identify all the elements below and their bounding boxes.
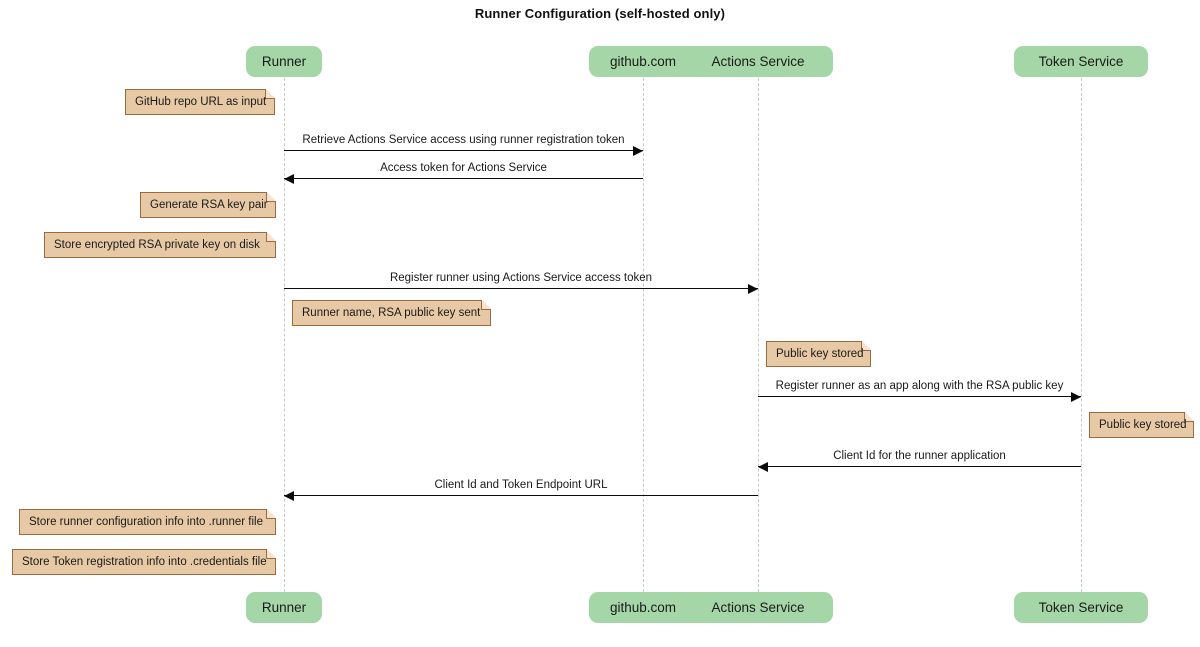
arrowhead-right-m4 (1071, 391, 1081, 402)
message-line-m4 (758, 396, 1081, 397)
note-n2: Generate RSA key pair (140, 191, 276, 218)
note-foldmark-icon (266, 231, 276, 242)
participant-label: Actions Service (711, 54, 805, 69)
note-n5: Public key stored (766, 340, 871, 367)
participant-github-bottom[interactable]: github.com (588, 592, 698, 623)
participant-actions-top[interactable]: Actions Service (682, 46, 834, 77)
message-label-m1: Retrieve Actions Service access using ru… (302, 134, 625, 146)
participant-token-top[interactable]: Token Service (1014, 46, 1148, 77)
participant-label: github.com (609, 600, 677, 615)
message-label-m4: Register runner as an app along with the… (775, 380, 1064, 392)
note-label: Runner name, RSA public key sent (302, 307, 481, 319)
note-label: Generate RSA key pair (150, 199, 268, 211)
note-label: Store encrypted RSA private key on disk (54, 239, 260, 251)
participant-label: Actions Service (711, 600, 805, 615)
lifeline-token (1081, 78, 1082, 592)
message-label-m2: Access token for Actions Service (380, 162, 547, 174)
arrowhead-left-m6 (284, 490, 294, 501)
note-foldmark-icon (861, 340, 871, 351)
lifeline-runner (284, 78, 285, 592)
message-line-m5 (758, 466, 1081, 467)
arrowhead-right-m1 (633, 145, 643, 156)
note-foldmark-icon (1184, 411, 1194, 422)
note-n8: Store Token registration info into .cred… (12, 548, 276, 575)
note-n4: Runner name, RSA public key sent (292, 299, 491, 326)
participant-github-top[interactable]: github.com (588, 46, 698, 77)
message-label-m5: Client Id for the runner application (833, 450, 1006, 462)
participant-label: Runner (261, 54, 307, 69)
note-foldmark-icon (266, 191, 276, 202)
lifeline-github (643, 78, 644, 592)
message-line-m2 (284, 178, 643, 179)
note-label: GitHub repo URL as input (135, 96, 267, 108)
participant-label: github.com (609, 54, 677, 69)
note-foldmark-icon (266, 548, 276, 559)
note-label: Store runner configuration info into .ru… (29, 516, 263, 528)
message-line-m3 (284, 288, 758, 289)
lifeline-actions (758, 78, 759, 592)
participant-label: Token Service (1038, 54, 1124, 69)
arrowhead-right-m3 (748, 283, 758, 294)
note-foldmark-icon (265, 88, 275, 99)
participant-token-bottom[interactable]: Token Service (1014, 592, 1148, 623)
participant-label: Token Service (1038, 600, 1124, 615)
note-n6: Public key stored (1089, 411, 1194, 438)
participant-runner-top[interactable]: Runner (246, 46, 322, 77)
note-foldmark-icon (266, 508, 276, 519)
note-n1: GitHub repo URL as input (125, 88, 275, 115)
note-label: Public key stored (1099, 419, 1187, 431)
message-line-m1 (284, 150, 643, 151)
note-label: Store Token registration info into .cred… (22, 556, 267, 568)
note-label: Public key stored (776, 348, 864, 360)
arrowhead-left-m2 (284, 173, 294, 184)
message-line-m6 (284, 495, 758, 496)
arrowhead-left-m5 (758, 461, 768, 472)
note-foldmark-icon (481, 299, 491, 310)
participant-runner-bottom[interactable]: Runner (246, 592, 322, 623)
page-title: Runner Configuration (self-hosted only) (474, 6, 726, 21)
participant-actions-bottom[interactable]: Actions Service (682, 592, 834, 623)
note-n7: Store runner configuration info into .ru… (19, 508, 276, 535)
message-label-m3: Register runner using Actions Service ac… (389, 272, 653, 284)
note-n3: Store encrypted RSA private key on disk (44, 231, 276, 258)
participant-label: Runner (261, 600, 307, 615)
message-label-m6: Client Id and Token Endpoint URL (434, 479, 608, 491)
